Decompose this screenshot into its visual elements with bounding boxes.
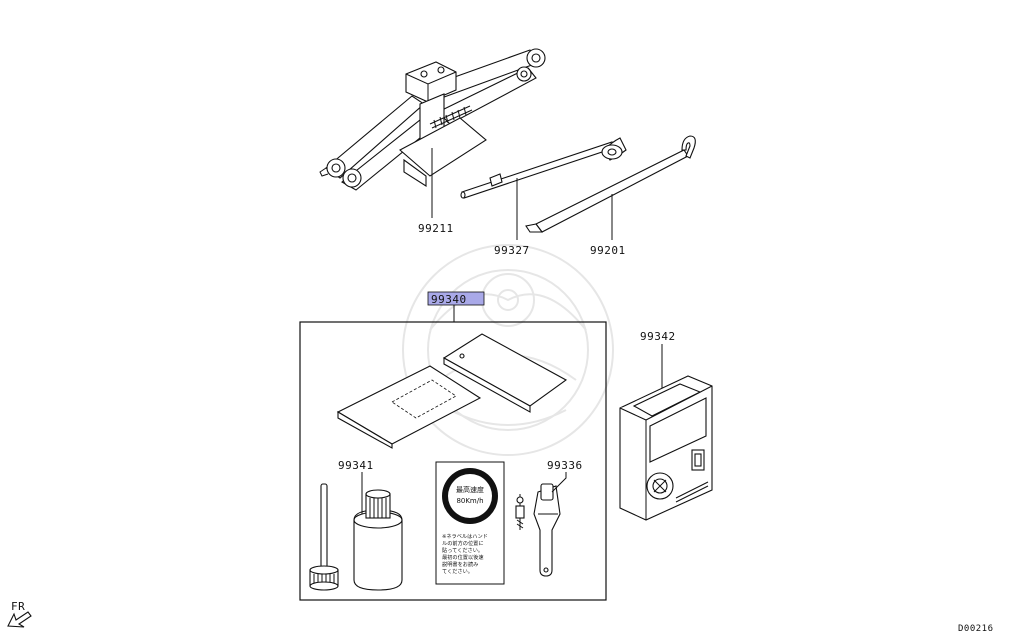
valve-core[interactable] <box>515 494 525 530</box>
speed-limit-sticker[interactable]: 最高速度 80Km/h ※ネラベルはハンド ルの前方の位置に 貼ってください。 … <box>435 461 505 585</box>
jack-handle[interactable] <box>460 137 627 199</box>
part-number-99340[interactable]: 99340 <box>431 293 467 306</box>
sealant-bottle[interactable] <box>353 489 403 591</box>
part-number-99342: 99342 <box>640 330 676 343</box>
part-number-99341: 99341 <box>338 459 374 472</box>
speed-label-note-5: 説明書をお読み <box>442 560 478 568</box>
direction-label: FR <box>11 600 25 613</box>
part-number-99211: 99211 <box>418 222 454 235</box>
diagram-code: D00216 <box>958 624 994 634</box>
part-number-99336: 99336 <box>547 459 583 472</box>
speed-label-note-6: てください。 <box>442 568 473 575</box>
speed-label-note-1: ※ネラベルはハンド <box>442 533 488 540</box>
speed-label-note-2: ルの前方の位置に <box>442 539 484 547</box>
kit-bag-small[interactable] <box>336 365 482 449</box>
speed-label-note-4: 最初の位置以後速 <box>442 553 484 561</box>
speed-label-value: 80Km/h <box>456 497 483 505</box>
speed-label-title: 最高速度 <box>456 485 484 494</box>
front-arrow-icon <box>7 611 32 628</box>
front-direction-indicator: FR <box>7 600 32 628</box>
speed-label-note-3: 貼ってください。 <box>442 546 483 554</box>
air-compressor[interactable] <box>619 375 713 521</box>
sealant-nozzle[interactable] <box>309 483 339 591</box>
repair-kit-box[interactable] <box>299 321 607 601</box>
wheel-wrench[interactable] <box>525 135 696 233</box>
kit-bag-large[interactable] <box>442 333 568 413</box>
part-number-99340-highlight <box>427 291 485 306</box>
part-number-99201: 99201 <box>590 244 626 257</box>
part-number-99327: 99327 <box>494 244 530 257</box>
valve-tool[interactable] <box>533 483 561 577</box>
scissor-jack[interactable] <box>319 48 546 191</box>
